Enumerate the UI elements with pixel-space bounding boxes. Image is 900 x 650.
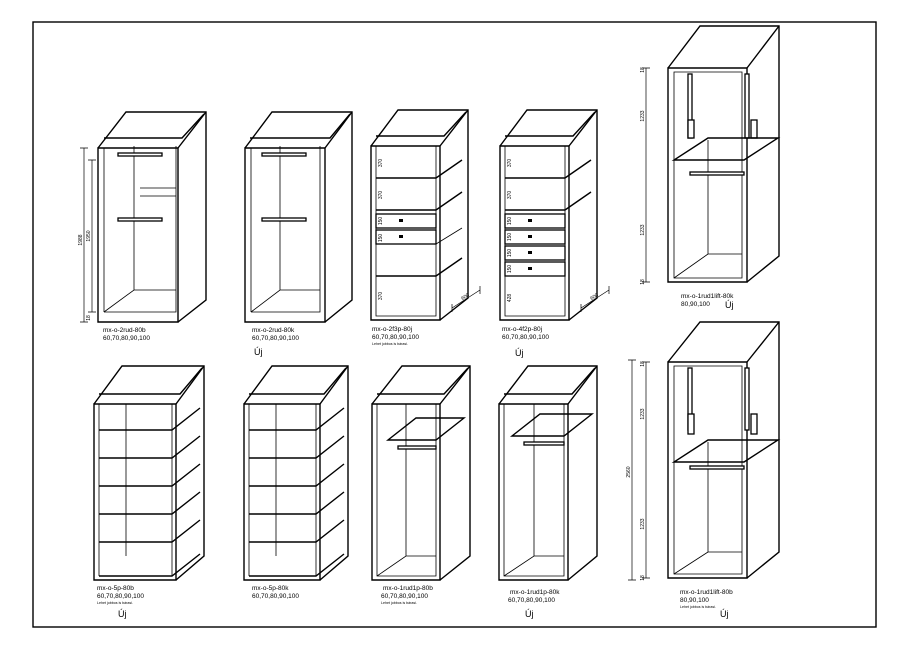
unit-mx-o-4f2p-80j: 370 370 150 150 150 150 428 600 mx-o-4f2… — [499, 109, 610, 358]
dim-label: 370 — [378, 191, 384, 200]
unit-code: mx-o-4f2p-80j — [502, 326, 542, 333]
unit-mx-o-5p-80b: mx-o-5p-80b 60,70,80,90,100 Lehet jobbos… — [93, 365, 205, 619]
sheet-border — [32, 21, 877, 628]
dim-label: 18 — [640, 67, 646, 73]
unit-sizes: 80,90,100 — [681, 301, 710, 308]
unit-sizes: 60,70,80,90,100 — [508, 597, 555, 604]
unit-sizes: 60,70,80,90,100 — [252, 335, 299, 342]
new-badge: Új — [515, 348, 524, 358]
dim-label: 370 — [507, 191, 513, 200]
new-badge: Új — [720, 609, 729, 619]
dim-label: 18 — [640, 575, 646, 581]
dim-label: 1233 — [640, 518, 646, 529]
unit-mx-o-2rud-80b: 1988 1950 18 mx-o-2rud-80b 60,70,80,90,1… — [78, 111, 207, 342]
unit-sizes: 80,90,100 — [680, 597, 709, 604]
dim-label: 1233 — [640, 408, 646, 419]
new-badge: Új — [254, 347, 263, 357]
dim-label: 428 — [507, 294, 513, 303]
unit-code: mx-o-2f3p-80j — [372, 326, 412, 333]
unit-note: Lehet jobbos is bárasi. — [97, 601, 133, 605]
unit-sizes: 60,70,80,90,100 — [381, 593, 428, 600]
unit-mx-o-2rud-80k: mx-o-2rud-80k 60,70,80,90,100 Új — [244, 111, 353, 357]
dim-label: 600 — [460, 292, 470, 302]
unit-code: mx-o-5p-80k — [252, 585, 289, 592]
dim-label: 600 — [589, 292, 599, 302]
unit-sizes: 60,70,80,90,100 — [502, 334, 549, 341]
unit-note: Lehet jobbos is bárasi. — [372, 342, 408, 346]
dim-label: 2560 — [626, 466, 632, 477]
dim-label: 150 — [507, 265, 513, 274]
unit-code: mx-o-2rud-80b — [103, 327, 146, 334]
dim-label: 370 — [378, 159, 384, 168]
dim-label: 150 — [378, 217, 384, 226]
dim-label: 1950 — [86, 230, 92, 241]
unit-code: mx-o-1rud1p-80b — [383, 585, 433, 592]
unit-mx-o-1rud1lift-80k: 18 1233 1233 18 mx-o-1rud1lift-80k 80,90… — [640, 25, 781, 310]
unit-sizes: 60,70,80,90,100 — [103, 335, 150, 342]
dim-label: 18 — [640, 361, 646, 367]
dim-label: 1988 — [78, 234, 84, 245]
unit-code: mx-o-1rud1lift-80b — [680, 589, 733, 596]
unit-mx-o-1rud1lift-80b: 18 1233 2560 1233 18 mx-o-1rud1lift-80b … — [626, 321, 781, 619]
dim-label: 18 — [86, 315, 92, 321]
unit-code: mx-o-2rud-80k — [252, 327, 295, 334]
unit-mx-o-1rud1p-80k: mx-o-1rud1p-80k 60,70,80,90,100 Új — [498, 365, 598, 619]
unit-sizes: 60,70,80,90,100 — [372, 334, 419, 341]
unit-sizes: 60,70,80,90,100 — [97, 593, 144, 600]
unit-mx-o-1rud1p-80b: mx-o-1rud1p-80b 60,70,80,90,100 Lehet jo… — [371, 365, 471, 605]
unit-note: Lehet jobbos is bárasi. — [381, 601, 417, 605]
unit-mx-o-2f3p-80j: 370 370 150 150 370 600 mx-o-2f3p-80j 60… — [370, 109, 481, 346]
unit-code: mx-o-1rud1p-80k — [510, 589, 560, 596]
dim-label: 150 — [378, 234, 384, 243]
dim-label: 370 — [507, 159, 513, 168]
unit-code: mx-o-1rud1lift-80k — [681, 293, 734, 300]
unit-code: mx-o-5p-80b — [97, 585, 134, 592]
dim-label: 150 — [507, 249, 513, 258]
new-badge: Új — [525, 609, 534, 619]
unit-mx-o-5p-80k: mx-o-5p-80k 60,70,80,90,100 — [243, 365, 349, 600]
dim-label: 1233 — [640, 224, 646, 235]
unit-sizes: 60,70,80,90,100 — [252, 593, 299, 600]
dim-label: 150 — [507, 233, 513, 242]
dim-label: 1233 — [640, 110, 646, 121]
dim-label: 18 — [640, 279, 646, 285]
new-badge: Új — [118, 609, 127, 619]
new-badge: Új — [725, 300, 734, 310]
dim-label: 150 — [507, 217, 513, 226]
unit-note: Lehet jobbos is bárasi. — [680, 605, 716, 609]
dim-label: 370 — [378, 292, 384, 301]
